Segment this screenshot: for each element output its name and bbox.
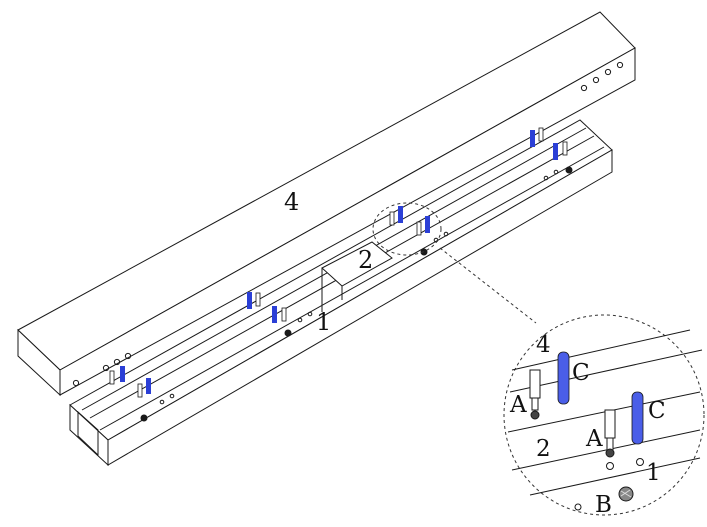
pin-spring-pair-4 xyxy=(530,127,568,160)
label-base: 1 xyxy=(316,308,331,336)
spring-icon xyxy=(557,351,570,405)
spring-icon xyxy=(631,391,644,445)
spring-icon xyxy=(530,130,535,147)
screw-b xyxy=(618,486,634,502)
detail-callout xyxy=(372,202,705,516)
spring-icon xyxy=(272,306,277,323)
label-spring-c2: C xyxy=(648,398,666,424)
label-detail-cover: 4 xyxy=(536,332,551,358)
label-pin-a1: A xyxy=(509,392,527,418)
label-screw-b: B xyxy=(595,492,612,518)
pin-icon xyxy=(538,127,544,142)
detail-interior xyxy=(507,329,703,511)
pin-spring-pair-1 xyxy=(109,366,151,398)
spring-icon xyxy=(553,143,558,160)
spring-icon xyxy=(146,378,151,394)
label-pin-a2: A xyxy=(585,426,603,452)
spring-icon xyxy=(425,216,430,233)
pin-icon xyxy=(389,211,395,226)
label-cover: 4 xyxy=(284,188,299,216)
pin-spring-pair-2 xyxy=(247,292,287,323)
pin-icon xyxy=(604,409,616,439)
cover-part xyxy=(17,11,636,397)
pin-icon xyxy=(137,383,143,398)
spring-icon xyxy=(398,206,403,223)
pin-icon xyxy=(416,221,422,236)
pin-spring-pair-3 xyxy=(389,206,430,236)
pin-icon xyxy=(109,370,115,385)
pin-icon xyxy=(281,307,287,322)
label-detail-base: 1 xyxy=(646,460,661,486)
spring-icon xyxy=(120,366,125,382)
pin-icon xyxy=(562,141,568,156)
label-inner: 2 xyxy=(358,246,373,274)
base-part xyxy=(69,119,613,467)
detail-springs xyxy=(557,351,644,445)
label-spring-c1: C xyxy=(572,360,590,386)
pin-icon xyxy=(255,292,261,307)
pin-icon xyxy=(529,369,541,399)
label-detail-inner: 2 xyxy=(536,436,551,462)
spring-icon xyxy=(247,292,252,309)
